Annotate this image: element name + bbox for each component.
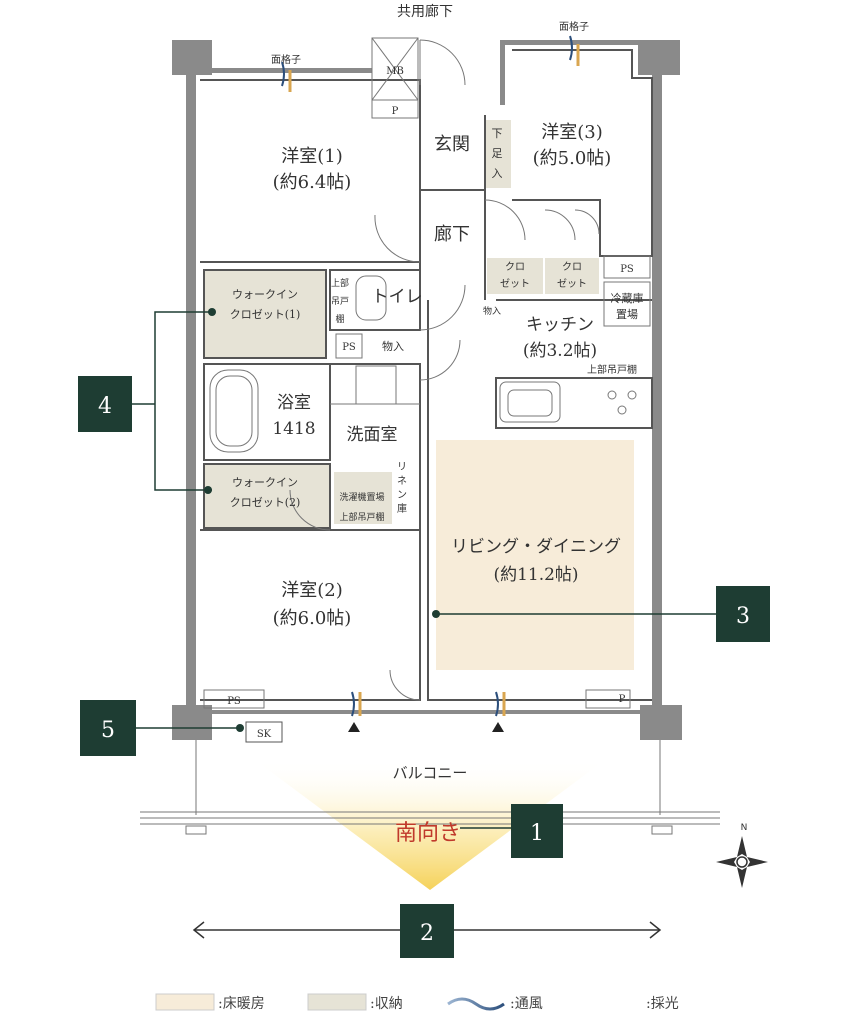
- callout-box-5: [80, 700, 136, 756]
- room1-name: 洋室(1): [281, 146, 343, 167]
- upper-shelf-2: 吊戸: [331, 296, 349, 307]
- interior-lines: [200, 49, 653, 701]
- legend-daylight: :採光: [646, 996, 679, 1012]
- wic1-fill: [204, 270, 326, 358]
- balcony-label: バルコニー: [393, 764, 468, 782]
- ps-bottom: PS: [227, 696, 241, 707]
- ventilation-marks: [281, 35, 580, 732]
- legend-floor-heating: :床暖房: [218, 996, 265, 1012]
- bath-name: 浴室: [277, 393, 311, 413]
- wic1-2: クロゼット(1): [230, 308, 301, 321]
- ventilation-swatch: [447, 997, 505, 1011]
- linen-3: ン: [397, 490, 407, 501]
- compass-icon: N: [716, 823, 768, 888]
- corridor-label: 共用廊下: [397, 3, 453, 20]
- room2-name: 洋室(2): [281, 580, 343, 601]
- callout-box-4: [78, 376, 132, 432]
- ps-kitchen: PS: [620, 264, 634, 275]
- storage-mid: 物入: [382, 339, 404, 353]
- living-size: (約11.2帖): [493, 565, 578, 585]
- callout-box-1: [511, 804, 563, 858]
- storage-small: 物入: [483, 305, 501, 317]
- callout-3: 3: [736, 604, 750, 629]
- callout-box-3: [716, 586, 770, 642]
- fridge-1: 冷蔵庫: [611, 291, 644, 305]
- floor-heating-swatch: [155, 993, 215, 1011]
- linen-1: リ: [397, 462, 407, 473]
- living-name: リビング・ダイニング: [451, 537, 621, 557]
- balcony-rail: [140, 740, 720, 835]
- kitchen-upper: 上部吊戸棚: [587, 363, 637, 376]
- shoe-box-fill: [485, 120, 511, 188]
- callout-dot-4b: [204, 486, 212, 494]
- double-arrow-icon: [192, 921, 662, 939]
- south-label: 南向き: [395, 821, 461, 846]
- closet-a-fill: [487, 258, 543, 294]
- callout-1: 1: [530, 821, 544, 846]
- shoe-box-label-1: 下: [492, 127, 503, 140]
- washer-fill: [334, 472, 392, 524]
- washer-1: 洗濯機置場: [339, 491, 384, 503]
- labels: 共用廊下 MB 面格子 面格子 P 玄関 下 足 入 洋室(1) (約6.4帖)…: [227, 3, 643, 846]
- ps-mid: PS: [342, 342, 356, 353]
- sk-label: SK: [257, 729, 272, 740]
- wic1-1: ウォークイン: [232, 288, 298, 301]
- callout-box-2: [400, 904, 454, 958]
- shoe-box-label-2: 足: [492, 147, 503, 160]
- legend-ventilation: :通風: [510, 996, 543, 1012]
- room3-size: (約5.0帖): [533, 148, 612, 169]
- lattice-right-label: 面格子: [559, 20, 589, 33]
- upper-shelf-3: 棚: [335, 313, 344, 325]
- lattice-left-label: 面格子: [271, 53, 301, 66]
- wic2-fill: [204, 464, 330, 528]
- wic2-2: クロゼット(2): [230, 496, 301, 509]
- mb-label: MB: [386, 66, 404, 77]
- kitchen-name: キッチン: [526, 315, 594, 335]
- closet-a-2: ゼット: [500, 278, 530, 290]
- legend-storage: :収納: [370, 996, 403, 1012]
- wic2-1: ウォークイン: [232, 476, 298, 489]
- callout-connectors: [130, 311, 716, 829]
- sk-box: [245, 721, 283, 743]
- storage-swatch: [307, 993, 367, 1011]
- closet-a-1: クロ: [505, 261, 525, 273]
- upper-shelf-1: 上部: [331, 277, 349, 289]
- washroom-label: 洗面室: [347, 425, 398, 445]
- toilet-label: トイレ: [372, 287, 423, 307]
- room3-name: 洋室(3): [541, 122, 603, 143]
- shoe-box-label-3: 入: [492, 167, 503, 180]
- linen-4: 庫: [397, 502, 407, 515]
- p-top-label: P: [392, 106, 399, 117]
- room2-size: (約6.0帖): [273, 608, 352, 629]
- closet-b-1: クロ: [562, 261, 582, 273]
- linen-2: ネ: [397, 475, 407, 487]
- bath-size: 1418: [272, 419, 315, 439]
- entrance-label: 玄関: [434, 134, 470, 155]
- callout-5: 5: [101, 718, 115, 743]
- closet-b-2: ゼット: [557, 278, 587, 290]
- p-bottom: P: [619, 694, 626, 705]
- walls: [172, 40, 682, 740]
- callout-2: 2: [420, 921, 434, 946]
- callout-dot-3: [432, 610, 440, 618]
- legend: :床暖房 :収納 :通風 :採光: [155, 993, 679, 1012]
- washer-2: 上部吊戸棚: [339, 511, 384, 523]
- detail-lines: [203, 37, 651, 709]
- floor-heating-area: [436, 440, 634, 670]
- hall-label: 廊下: [434, 224, 470, 245]
- callout-dot-4a: [208, 308, 216, 316]
- callout-dot-5: [236, 724, 244, 732]
- kitchen-size: (約3.2帖): [523, 341, 597, 361]
- svg-text:N: N: [741, 823, 748, 833]
- callout-4: 4: [98, 394, 112, 419]
- fridge-2: 置場: [616, 308, 638, 321]
- south-light-icon: [255, 760, 605, 890]
- closet-b-fill: [545, 258, 599, 294]
- room1-size: (約6.4帖): [273, 172, 352, 193]
